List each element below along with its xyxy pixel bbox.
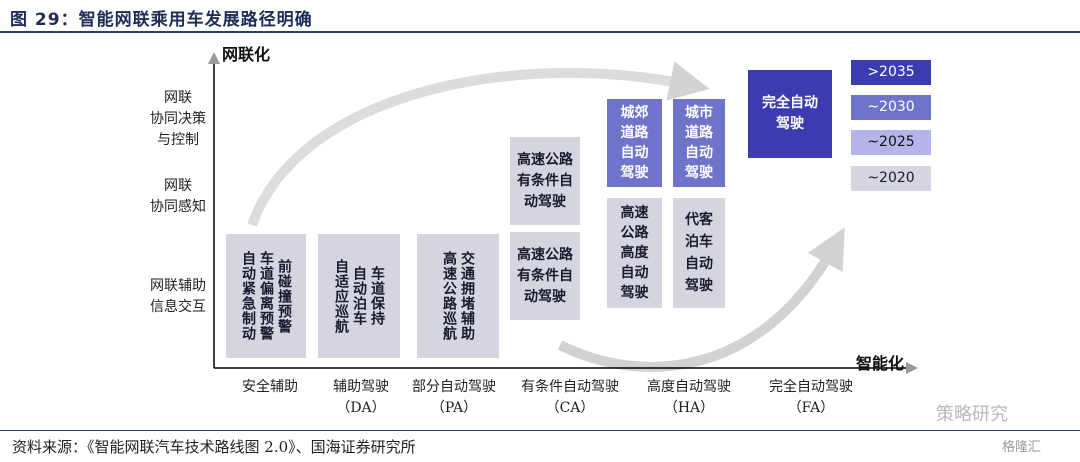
box-ha-suburb: 城郊道路自动驾驶 <box>607 99 662 187</box>
box-safety-assist: 前碰撞预警 车道偏离预警 自动紧急制动 <box>226 234 306 358</box>
x-level-code: （FA） <box>787 400 835 416</box>
x-axis-title: 智能化 <box>856 354 905 373</box>
x-level-name: 辅助驾驶 <box>333 379 389 395</box>
figure-title: 图 29：智能网联乘用车发展路径明确 <box>10 10 313 30</box>
y-level-line: 信息交互 <box>150 299 206 315</box>
x-level-da: 辅助驾驶 （DA） <box>296 377 426 419</box>
upper-trend-arrow <box>247 61 710 227</box>
x-level-name: 完全自动驾驶 <box>769 379 853 395</box>
source-rule <box>0 430 1080 431</box>
x-level-ca: 有条件自动驾驶 （CA） <box>505 377 635 419</box>
box-item: 城郊道路自动驾驶 <box>620 105 649 181</box>
box-item: 高速公路高度自动驾驶 <box>620 205 649 301</box>
box-item: 城市道路自动驾驶 <box>685 105 713 181</box>
x-level-fa: 完全自动驾驶 （FA） <box>746 377 876 419</box>
y-level-line: 与控制 <box>157 132 199 148</box>
x-level-code: （PA） <box>430 400 478 416</box>
y-level-coop-control: 网联 协同决策 与控制 <box>138 88 218 151</box>
lower-trend-arrow <box>557 227 845 372</box>
legend-year-2020: ~2020 <box>851 166 931 191</box>
y-level-line: 协同感知 <box>150 199 206 215</box>
watermark-strategy: 策略研究 <box>936 404 1008 425</box>
box-item: 高速公路巡航 <box>441 251 457 341</box>
x-level-name: 高度自动驾驶 <box>647 379 731 395</box>
box-ca-info: 高速公路有条件自动驾驶 <box>510 232 580 320</box>
box-item: 车道保持 <box>369 266 385 326</box>
box-ha-valet: 代客泊车自动驾驶 <box>673 198 725 308</box>
x-level-code: （CA） <box>545 400 595 416</box>
x-level-safety: 安全辅助 <box>205 377 335 398</box>
box-item: 交通拥堵辅助 <box>459 251 475 341</box>
x-level-name: 安全辅助 <box>242 379 298 395</box>
y-axis-title: 网联化 <box>222 45 271 64</box>
y-level-line: 协同决策 <box>150 111 206 127</box>
x-level-pa: 部分自动驾驶 （PA） <box>389 377 519 419</box>
box-item: 车道偏离预警 <box>258 251 274 341</box>
legend-year-2025: ~2025 <box>851 130 931 155</box>
box-item: 自动泊车 <box>351 266 367 326</box>
box-full-auto: 完全自动驾驶 <box>748 70 832 158</box>
watermark-gelonghui: 格隆汇 <box>1002 440 1042 455</box>
y-level-coop-perception: 网联 协同感知 <box>138 176 218 218</box>
x-level-code: （HA） <box>663 400 715 416</box>
box-item: 前碰撞预警 <box>276 258 292 334</box>
x-level-name: 有条件自动驾驶 <box>521 379 619 395</box>
y-level-line: 网联辅助 <box>150 278 206 294</box>
box-item: 代客泊车自动驾驶 <box>685 212 713 294</box>
x-level-code: （DA） <box>336 400 386 416</box>
y-level-line: 网联 <box>164 178 192 194</box>
box-ca-coop: 高速公路有条件自动驾驶 <box>510 137 580 225</box>
legend-year-2035: >2035 <box>851 60 931 85</box>
source-note: 资料来源：《智能网联汽车技术路线图 2.0》、国海证券研究所 <box>12 438 416 456</box>
box-partial-auto: 交通拥堵辅助 高速公路巡航 <box>417 234 499 358</box>
title-rule <box>0 31 1080 33</box>
y-level-info-interaction: 网联辅助 信息交互 <box>138 276 218 318</box>
legend-year-2030: ~2030 <box>851 95 931 120</box>
box-item: 自动紧急制动 <box>240 251 256 341</box>
box-item: 自适应巡航 <box>333 258 349 334</box>
y-level-line: 网联 <box>164 90 192 106</box>
x-level-name: 部分自动驾驶 <box>412 379 496 395</box>
x-level-ha: 高度自动驾驶 （HA） <box>624 377 754 419</box>
box-ha-highway: 高速公路高度自动驾驶 <box>607 198 662 308</box>
box-driver-assist: 车道保持 自动泊车 自适应巡航 <box>318 234 400 358</box>
box-ha-city: 城市道路自动驾驶 <box>673 99 725 187</box>
